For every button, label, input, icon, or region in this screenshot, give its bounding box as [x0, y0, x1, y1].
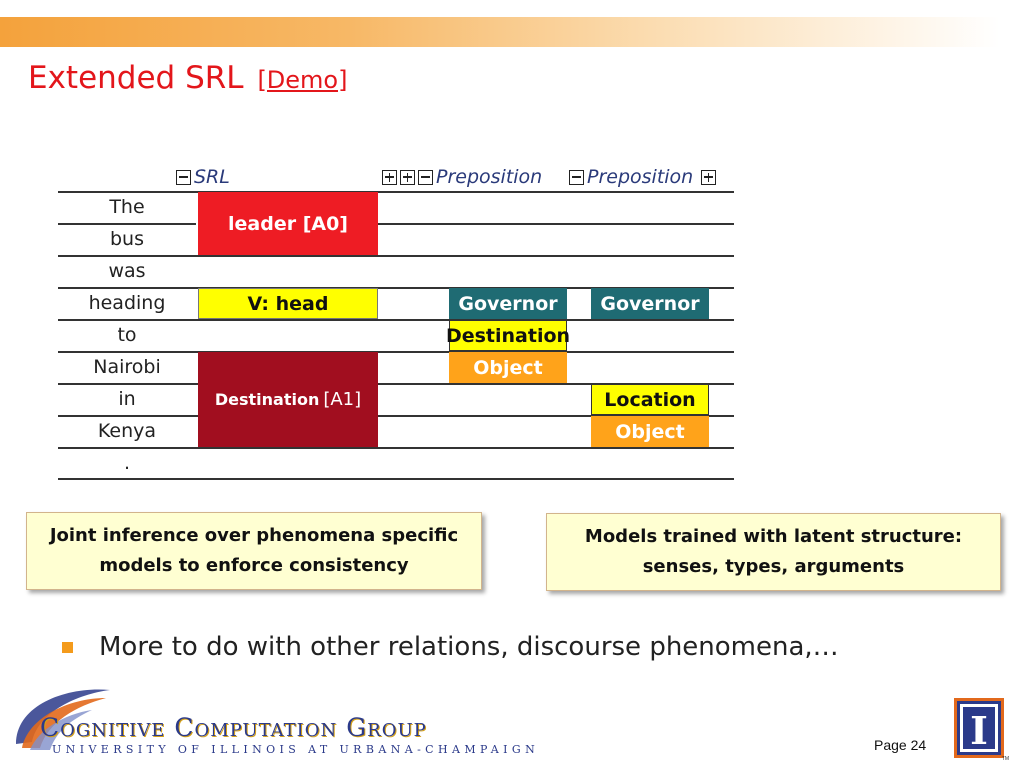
row-divider — [58, 415, 734, 417]
word-token: in — [118, 388, 136, 410]
header-band — [0, 17, 1000, 47]
header-preposition-1: Preposition — [382, 163, 542, 191]
ccg-group-name: Cognitive Computation Group — [40, 713, 427, 742]
callout-latent-structure: Models trained with latent structure: se… — [546, 513, 1001, 591]
logo-letter: I — [970, 708, 988, 753]
srl-a1-cell: Destination [A1] — [198, 352, 378, 447]
row-divider — [58, 191, 734, 193]
header-srl: SRL — [176, 163, 230, 191]
header-srl-label: SRL — [194, 166, 230, 188]
expand-icon[interactable] — [382, 169, 397, 185]
expand-icon[interactable] — [400, 169, 415, 185]
slide-title: Extended SRL [Demo] — [28, 60, 347, 96]
row-divider — [378, 223, 734, 225]
srl-verb-cell: V: head — [198, 288, 378, 319]
callout-joint-inference: Joint inference over phenomena specific … — [26, 512, 482, 590]
bullet-square-icon — [62, 641, 73, 653]
word-token: The — [109, 196, 145, 218]
callout-left-line1: Joint inference over phenomena specific — [49, 525, 459, 546]
page-number: Page 24 — [874, 737, 927, 753]
collapse-icon[interactable] — [176, 169, 191, 185]
callout-left-line2: models to enforce consistency — [99, 555, 409, 576]
header-preposition-1-label: Preposition — [436, 166, 543, 188]
callout-right-line2: senses, types, arguments — [642, 556, 905, 577]
prep2-location-cell: Location — [591, 384, 709, 415]
row-divider — [58, 223, 196, 225]
callout-right-line1: Models trained with latent structure: — [584, 526, 963, 547]
ccg-swirl-logo — [16, 689, 110, 750]
trademark-mark: TM — [1002, 756, 1009, 762]
srl-a1-label: Destination — [214, 390, 320, 409]
bullet-item: More to do with other relations, discour… — [62, 632, 839, 662]
collapse-icon[interactable] — [418, 169, 433, 185]
srl-table: SRL Preposition Preposition The bus was … — [58, 160, 734, 482]
row-divider — [58, 478, 734, 480]
word-token: heading — [88, 292, 166, 314]
title-text: Extended SRL — [28, 60, 244, 96]
prep1-governor-cell: Governor — [449, 288, 567, 319]
row-divider — [58, 383, 734, 385]
row-divider — [58, 447, 734, 449]
srl-a1-tag: [A1] — [323, 389, 362, 410]
illinois-block-i-logo: I TM — [954, 698, 1009, 762]
demo-link[interactable]: [Demo] — [257, 66, 348, 94]
row-divider — [58, 255, 734, 257]
word-token: bus — [109, 228, 144, 250]
prep1-object-cell: Object — [449, 352, 567, 383]
expand-icon[interactable] — [701, 169, 717, 185]
prep1-destination-cell: Destination — [446, 320, 570, 351]
collapse-icon[interactable] — [569, 169, 584, 185]
prep2-governor-cell: Governor — [591, 288, 709, 319]
srl-a0-cell: leader [A0] — [198, 192, 378, 255]
header-preposition-2-label: Preposition — [587, 166, 694, 188]
row-divider — [58, 287, 734, 289]
word-token: Nairobi — [93, 356, 161, 378]
word-token: . — [123, 452, 131, 474]
row-divider — [58, 319, 734, 321]
word-token: to — [117, 324, 137, 346]
word-token: Kenya — [97, 420, 157, 442]
word-token: was — [108, 260, 146, 282]
bullet-text: More to do with other relations, discour… — [99, 632, 839, 662]
header-preposition-2: Preposition — [569, 163, 719, 191]
prep2-object-cell: Object — [591, 416, 709, 447]
ccg-university: UNIVERSITY OF ILLINOIS AT URBANA-CHAMPAI… — [52, 743, 540, 756]
row-divider — [58, 351, 734, 353]
